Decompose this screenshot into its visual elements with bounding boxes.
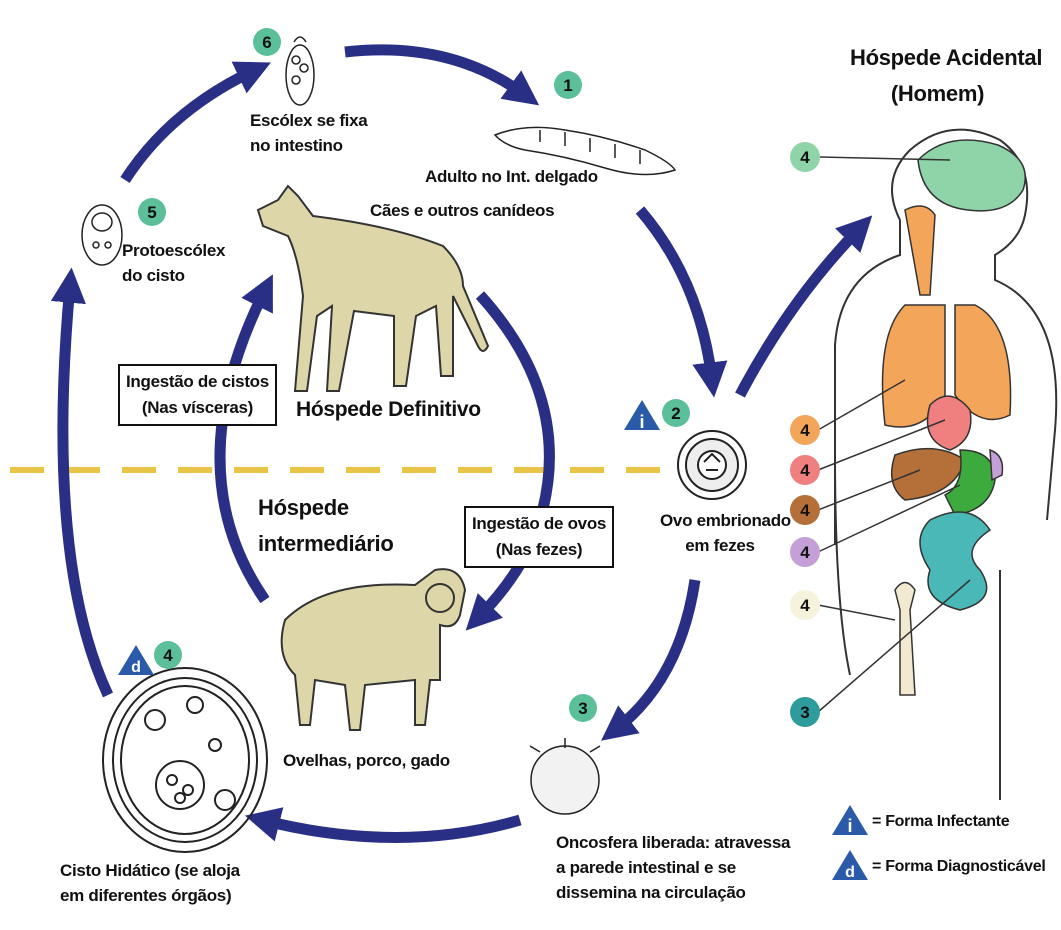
accidental-host-title: Hóspede Acidental (Homem) — [850, 40, 1025, 112]
heart-organ — [928, 396, 971, 450]
step-6-line2: no intestino — [250, 133, 367, 158]
step-5-number: 5 — [138, 198, 166, 226]
step-2-label: Ovo embrionado em fezes — [660, 508, 780, 558]
legend-infective-text: = Forma Infectante — [872, 813, 1009, 831]
step-4-label: Cisto Hidático (se aloja em diferentes ó… — [60, 858, 240, 908]
step-4-number: 4 — [154, 641, 182, 669]
ingestion-cysts-line2: (Nas vísceras) — [126, 395, 269, 421]
legend-diagnostic-text: = Forma Diagnosticável — [872, 858, 1045, 876]
svg-text:5: 5 — [147, 203, 156, 222]
arrow-1-to-2 — [640, 210, 712, 380]
arrow-4-to-5 — [63, 285, 108, 695]
ingestion-cysts-line1: Ingestão de cistos — [126, 369, 269, 395]
hydatid-cyst-illustration — [103, 668, 267, 852]
ingestion-eggs-line1: Ingestão de ovos — [472, 511, 606, 537]
svg-text:4: 4 — [163, 646, 173, 665]
intestine-organ — [920, 512, 990, 610]
intermediate-host-line2: intermediário — [258, 526, 393, 562]
protoscolex-illustration — [82, 205, 122, 265]
intermediate-host-label: Hóspede intermediário — [258, 490, 393, 562]
throat-organ — [905, 206, 935, 295]
step-4-line1: Cisto Hidático (se aloja — [60, 858, 240, 883]
heart-marker: 4 — [790, 455, 820, 485]
svg-text:i: i — [847, 816, 852, 836]
svg-text:3: 3 — [800, 703, 809, 722]
ingestion-eggs-line2: (Nas fezes) — [472, 537, 606, 563]
step-3-line1: Oncosfera liberada: atravessa — [556, 830, 790, 855]
svg-text:1: 1 — [563, 76, 572, 95]
step-1-line2-label: Cães e outros canídeos — [370, 198, 554, 223]
intermediate-host-line1: Hóspede — [258, 490, 393, 526]
svg-text:4: 4 — [800, 596, 810, 615]
ingestion-eggs-box: Ingestão de ovos (Nas fezes) — [464, 506, 614, 568]
arrow-6-to-1 — [345, 50, 525, 95]
svg-text:4: 4 — [800, 148, 810, 167]
step-2-line2: em fezes — [660, 533, 780, 558]
step-6-number: 6 — [253, 28, 281, 56]
svg-text:6: 6 — [262, 33, 271, 52]
diagnostic-marker-step4: d — [118, 645, 154, 676]
arrow-2-to-3 — [615, 580, 695, 730]
arrow-5-to-6 — [125, 70, 255, 180]
step-2-number: 2 — [662, 399, 690, 427]
definitive-host-label: Hóspede Definitivo — [296, 392, 481, 428]
step-5-line1: Protoescólex — [122, 238, 225, 263]
oncosphere-illustration — [530, 738, 600, 814]
svg-text:i: i — [639, 412, 644, 432]
femur-bone — [895, 583, 915, 696]
accidental-host-title-line2: (Homem) — [850, 76, 1025, 112]
scolex-illustration — [286, 37, 314, 105]
svg-text:4: 4 — [800, 543, 810, 562]
legend-diagnostic-triangle: d — [832, 850, 868, 881]
bone-marker: 4 — [790, 590, 820, 620]
human-organ-markers: 4 4 4 4 4 4 3 — [790, 142, 820, 727]
accidental-host-title-line1: Hóspede Acidental — [850, 40, 1025, 76]
svg-text:4: 4 — [800, 501, 810, 520]
spleen-organ — [990, 450, 1003, 480]
lungs-marker: 4 — [790, 415, 820, 445]
step-3-number: 3 — [569, 694, 597, 722]
step-2-line1: Ovo embrionado — [660, 508, 780, 533]
svg-text:4: 4 — [800, 421, 810, 440]
human-organs — [883, 140, 1026, 695]
step-1-line1-label: Adulto no Int. delgado — [425, 164, 598, 189]
step-6-line1: Escólex se fixa — [250, 108, 367, 133]
brain-organ — [918, 140, 1025, 211]
spleen-marker: 4 — [790, 537, 820, 567]
brain-marker: 4 — [790, 142, 820, 172]
step-5-line2: do cisto — [122, 263, 225, 288]
sheep-illustration — [282, 569, 465, 730]
step-3-line3: dissemina na circulação — [556, 880, 790, 905]
svg-text:d: d — [131, 659, 141, 676]
svg-text:d: d — [845, 864, 855, 881]
infective-marker-step2: i — [624, 400, 660, 432]
legend-infective-triangle: i — [832, 805, 868, 836]
egg-illustration — [678, 431, 746, 499]
step-3-label: Oncosfera liberada: atravessa a parede i… — [556, 830, 790, 905]
svg-text:3: 3 — [578, 699, 587, 718]
arrow-dog-to-sheep — [478, 295, 549, 618]
svg-text:4: 4 — [800, 461, 810, 480]
circulation-marker: 3 — [790, 697, 820, 727]
ingestion-cysts-box: Ingestão de cistos (Nas vísceras) — [118, 364, 277, 426]
step-6-label: Escólex se fixa no intestino — [250, 108, 367, 158]
liver-marker: 4 — [790, 495, 820, 525]
step-3-line2: a parede intestinal e se — [556, 855, 790, 880]
step-5-label: Protoescólex do cisto — [122, 238, 225, 288]
intermediate-host-animals-label: Ovelhas, porco, gado — [283, 748, 450, 773]
step-4-line2: em diferentes órgãos) — [60, 883, 240, 908]
arrow-3-to-4 — [262, 820, 520, 838]
step-1-number: 1 — [554, 71, 582, 99]
svg-text:2: 2 — [671, 404, 680, 423]
